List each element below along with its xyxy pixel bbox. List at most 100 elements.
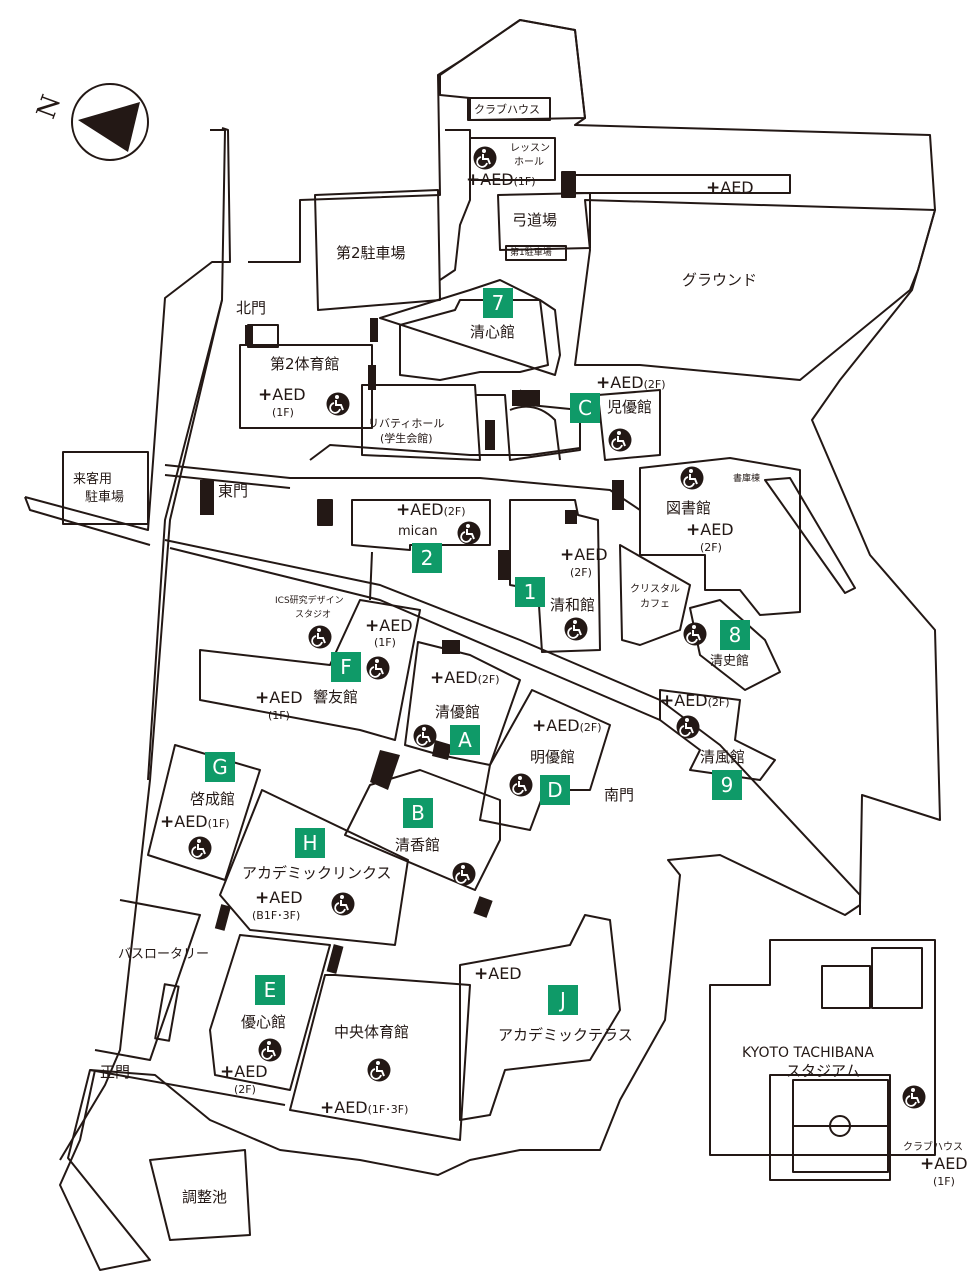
badge-9[interactable]: 9 — [712, 770, 742, 800]
parking2-label: 第2駐車場 — [336, 244, 406, 262]
wheelchair-icon — [258, 1038, 282, 1062]
badge-e[interactable]: E — [255, 975, 285, 1005]
archery-range — [574, 174, 791, 194]
library — [639, 457, 801, 616]
gym2 — [239, 344, 373, 429]
aed-academic-links: +AED — [255, 888, 303, 908]
library-label: 図書館 — [666, 499, 712, 517]
liberty-label-2: (学生会館) — [380, 432, 433, 445]
aed-kyoyu-floor: (1F) — [268, 709, 290, 722]
south-gate-label: 南門 — [604, 786, 635, 804]
north-gate-label: 北門 — [236, 299, 267, 317]
clubhouse-stadium-label: クラブハウス — [903, 1142, 963, 1153]
wheelchair-icon — [683, 622, 707, 646]
aed-archery: +AED — [706, 178, 754, 198]
ics-label-1: ICS研究デザイン — [275, 596, 344, 606]
bus-rotary — [94, 899, 201, 1061]
aed-library: +AED — [686, 520, 734, 540]
seishi-label: 清史館 — [710, 654, 750, 669]
wheelchair-icon — [509, 773, 533, 797]
aed-gym2: +AED — [258, 385, 306, 405]
academic-links-bldg — [219, 789, 409, 946]
aed-library-floor: (2F) — [700, 541, 722, 554]
aed-academic-terrace: +AED — [474, 964, 522, 984]
aed-central-gym: +AED(1F･3F) — [320, 1098, 409, 1118]
aed-stadium-clubhouse-floor: (1F) — [933, 1175, 955, 1188]
wheelchair-icon — [676, 715, 700, 739]
aed-academic-links-floor: (B1F･3F) — [252, 909, 301, 922]
badge-a[interactable]: A — [450, 725, 480, 755]
keisei-label: 啓成館 — [190, 790, 236, 808]
yushin-bldg — [209, 934, 331, 1091]
badge-8[interactable]: 8 — [720, 620, 750, 650]
clubhouse-top-label: クラブハウス — [474, 103, 540, 116]
badge-1[interactable]: 1 — [515, 577, 545, 607]
badge-h[interactable]: H — [295, 828, 325, 858]
stadium-inset — [709, 939, 936, 1156]
meiyu-label: 明優館 — [530, 748, 576, 766]
wheelchair-icon — [366, 656, 390, 680]
aed-seiwa-floor: (2F) — [570, 566, 592, 579]
academic-links-label: アカデミックリンクス — [242, 864, 392, 882]
aed-gym2-floor: (1F) — [272, 406, 294, 419]
liberty-hall — [361, 384, 481, 461]
kyoyu-label: 響友館 — [313, 688, 359, 706]
gym2-label: 第2体育館 — [270, 355, 340, 373]
mican-bldg — [351, 499, 491, 551]
main-road — [164, 539, 861, 915]
parking1-label: 第1駐車場 — [510, 248, 552, 258]
wheelchair-icon — [308, 625, 332, 649]
badge-2[interactable]: 2 — [412, 543, 442, 573]
pond — [149, 1149, 251, 1241]
aed-kyoyu: +AED — [255, 688, 303, 708]
east-gate-label: 東門 — [218, 482, 249, 500]
aed-ics: +AED — [365, 616, 413, 636]
academic-terrace-bldg — [459, 914, 621, 1121]
seishin-label: 清心館 — [470, 323, 516, 341]
badge-g[interactable]: G — [205, 752, 235, 782]
central-gym-label: 中央体育館 — [334, 1023, 410, 1041]
aed-ics-floor: (1F) — [374, 636, 396, 649]
jiyu-label: 児優館 — [607, 398, 653, 416]
seiwa-label: 清和館 — [550, 596, 596, 614]
shoko-label: 書庫棟 — [733, 474, 761, 484]
wheelchair-icon — [413, 724, 437, 748]
meiyu-bldg — [479, 689, 611, 831]
seiyu-label: 清優館 — [435, 703, 481, 721]
aed-yushin-floor: (2F) — [234, 1083, 256, 1096]
aed-seiyu: +AED(2F) — [430, 668, 500, 688]
stadium-label-2: スタジアム — [786, 1062, 860, 1080]
crystal-cafe — [619, 544, 691, 646]
guest-parking-label-1: 来客用 — [73, 472, 113, 487]
wheelchair-icon — [680, 466, 704, 490]
guest-parking-lot — [62, 451, 149, 525]
pond-label: 調整池 — [182, 1188, 228, 1206]
west-road — [59, 129, 226, 1161]
lesson-hall-label-1: レッスン — [510, 143, 550, 154]
ground-label: グラウンド — [682, 271, 758, 289]
wheelchair-icon — [326, 392, 350, 416]
guest-parking-label-2: 駐車場 — [85, 490, 125, 505]
wheelchair-icon — [367, 1058, 391, 1082]
badge-d[interactable]: D — [540, 775, 570, 805]
lesson-hall-label-2: ホール — [514, 157, 544, 168]
ics-label-2: スタジオ — [295, 610, 332, 620]
badge-c[interactable]: C — [570, 393, 600, 423]
seiko-label: 清香館 — [395, 836, 441, 854]
central-gym — [289, 974, 471, 1141]
badge-j[interactable]: J — [548, 985, 578, 1015]
badge-b[interactable]: B — [403, 798, 433, 828]
wheelchair-icon — [902, 1085, 926, 1109]
main-gate-label: 正門 — [100, 1063, 131, 1081]
aed-meiyu: +AED(2F) — [532, 716, 602, 736]
crystal-label-2: カフェ — [640, 599, 670, 610]
badge-f[interactable]: F — [331, 652, 361, 682]
liberty-label-1: リバティホール — [368, 417, 445, 430]
aed-yushin: +AED — [220, 1062, 268, 1082]
badge-7[interactable]: 7 — [483, 288, 513, 318]
aed-keisei: +AED(1F) — [160, 812, 230, 832]
stadium-label-1: KYOTO TACHIBANA — [742, 1045, 874, 1061]
wheelchair-icon — [188, 836, 212, 860]
ground — [574, 199, 936, 381]
aed-mican: +AED(2F) — [396, 500, 466, 520]
